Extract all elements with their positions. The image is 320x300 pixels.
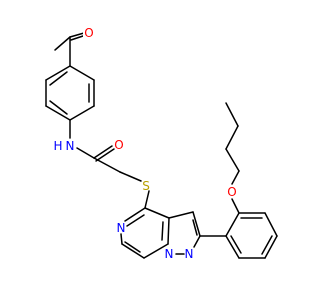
pyrazine-nitrogen-label: N xyxy=(117,221,126,235)
acetyl-group xyxy=(54,32,85,67)
benzene-ring-top xyxy=(45,65,95,121)
amide-hydrogen-label: H xyxy=(53,139,62,153)
structure-svg: O N H O S N N N O xyxy=(45,25,278,261)
benzene-ring-lower xyxy=(199,212,278,259)
amide-nitrogen-label: N xyxy=(66,139,75,153)
thioether-linker xyxy=(119,171,150,209)
atom-labels: O N H O S N N N O xyxy=(53,25,237,261)
amide-oxygen-label: O xyxy=(114,138,123,152)
pyrazole-ring xyxy=(168,211,201,255)
ether-oxygen-label: O xyxy=(227,185,236,199)
molecule-figure: O N H O S N N N O xyxy=(45,25,278,261)
sulfur-label: S xyxy=(142,179,150,193)
pyrazine-ring xyxy=(120,207,170,259)
pyrazole-nitrogen-label: N xyxy=(185,247,194,261)
bridgehead-nitrogen-label: N xyxy=(165,247,174,261)
amide-linker xyxy=(69,119,121,173)
butoxy-chain xyxy=(225,102,240,214)
ketone-oxygen-label: O xyxy=(84,26,93,40)
